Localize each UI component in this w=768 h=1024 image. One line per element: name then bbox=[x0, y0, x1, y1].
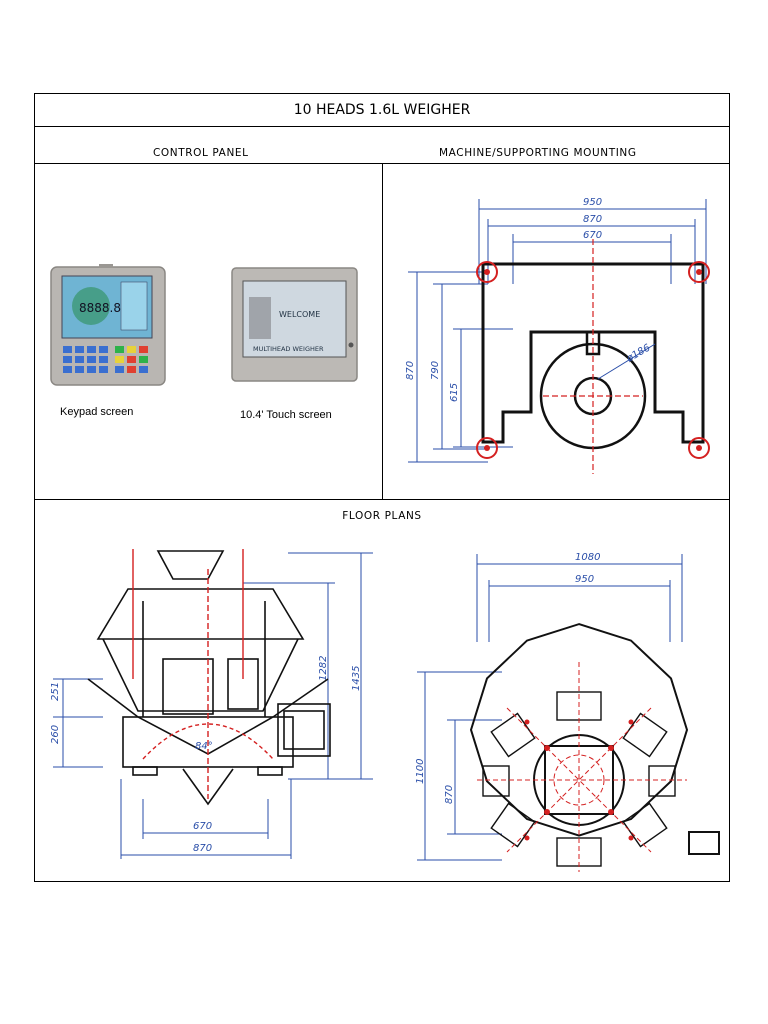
touch-caption: 10.4' Touch screen bbox=[240, 409, 332, 421]
dim-670: 670 bbox=[583, 230, 602, 241]
control-panel-header: CONTROL PANEL bbox=[153, 147, 249, 159]
dim-1435: 1435 bbox=[351, 666, 362, 691]
dim-950: 950 bbox=[583, 197, 602, 208]
dim-h790: 790 bbox=[430, 361, 441, 380]
dim-top-950: 950 bbox=[575, 574, 594, 585]
dim-251: 251 bbox=[50, 682, 61, 701]
sheet-title: 10 HEADS 1.6L WEIGHER bbox=[35, 94, 729, 127]
touch-brand-text: MULTIHEAD WEIGHER bbox=[253, 345, 324, 353]
keypad-display-readout: 8888.8 bbox=[79, 301, 121, 315]
mounting-header: MACHINE/SUPPORTING MOUNTING bbox=[439, 147, 637, 159]
dim-h870: 870 bbox=[405, 361, 416, 380]
floor-plan-top-view: 1080 950 870 1100 bbox=[415, 552, 720, 872]
dim-h615: 615 bbox=[449, 383, 460, 402]
keypad-panel-image: 8888.8 bbox=[50, 264, 166, 386]
section-header-row: CONTROL PANEL MACHINE/SUPPORTING MOUNTIN… bbox=[35, 127, 729, 164]
column-divider bbox=[382, 164, 383, 499]
dim-side-670: 670 bbox=[193, 821, 212, 832]
floor-plan-side-view: 251 260 1282 1435 670 870 84° bbox=[50, 549, 373, 859]
spec-sheet: 10 HEADS 1.6L WEIGHER CONTROL PANEL MACH… bbox=[34, 93, 730, 882]
touch-welcome-text: WELCOME bbox=[279, 310, 320, 319]
dim-angle: 84° bbox=[195, 741, 213, 752]
dim-top-1100: 1100 bbox=[415, 759, 426, 784]
keypad-caption: Keypad screen bbox=[60, 406, 134, 418]
dim-top-870: 870 bbox=[444, 785, 455, 804]
dim-260: 260 bbox=[50, 725, 61, 744]
top-section: 8888.8 Keypad screen WELCOME MULTIHE bbox=[35, 164, 729, 500]
floor-plans-header: FLOOR PLANS bbox=[342, 510, 422, 522]
dim-top-1080: 1080 bbox=[575, 552, 600, 563]
dim-side-870: 870 bbox=[193, 843, 212, 854]
mounting-drawing: 950 870 670 870 790 615 bbox=[405, 197, 710, 474]
dim-870: 870 bbox=[583, 214, 602, 225]
dim-diameter: ø186 bbox=[624, 342, 652, 365]
dim-1282: 1282 bbox=[318, 656, 329, 681]
touch-panel-image: WELCOME MULTIHEAD WEIGHER bbox=[231, 267, 358, 382]
